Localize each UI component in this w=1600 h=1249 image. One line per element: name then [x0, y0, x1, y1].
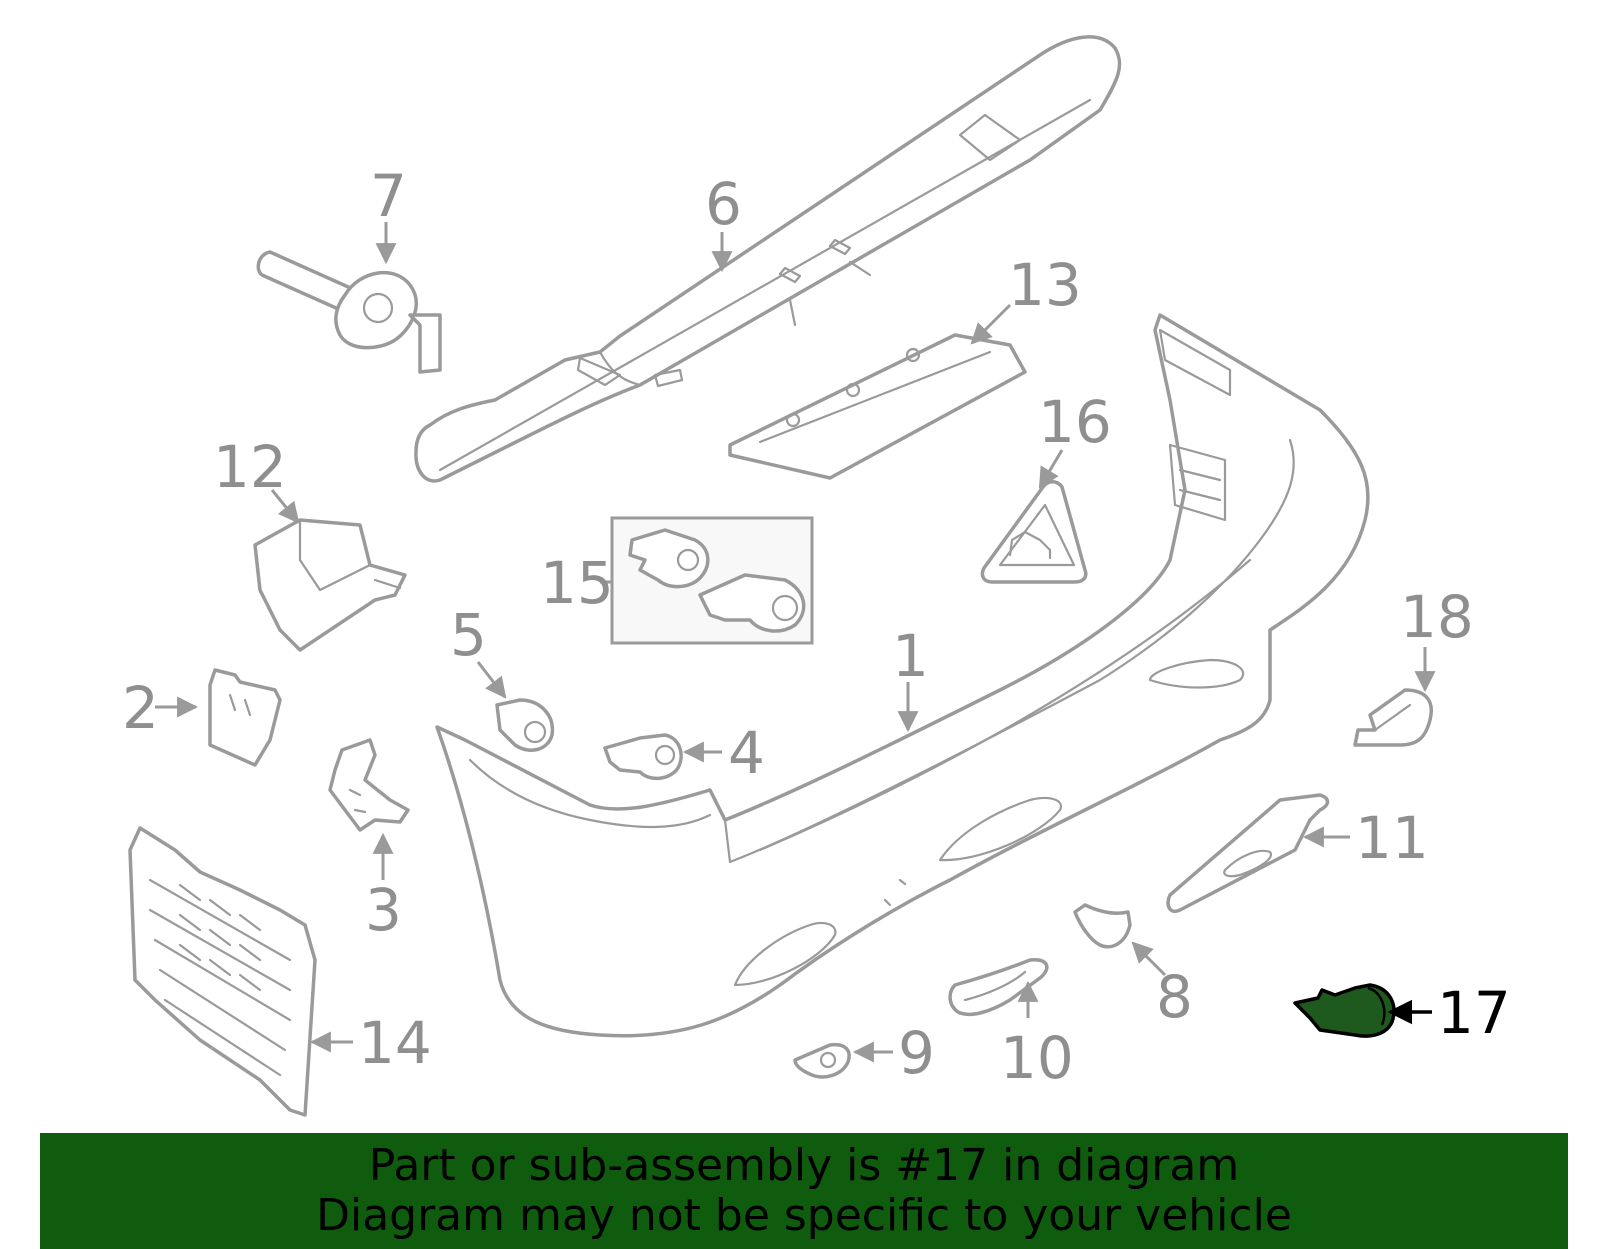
- part-17-sensor-highlighted[interactable]: [1293, 983, 1396, 1038]
- callout-label-2: 2: [122, 674, 159, 742]
- banner-line-1: Part or sub-assembly is #17 in diagram: [368, 1140, 1240, 1191]
- callout-label-5: 5: [450, 601, 487, 669]
- callout-15: 15: [540, 549, 614, 617]
- callout-7: 7: [370, 162, 407, 265]
- callout-label-11: 11: [1355, 804, 1429, 872]
- callout-label-4: 4: [728, 719, 765, 787]
- part-13-energy-absorber[interactable]: [728, 333, 1027, 480]
- part-11-reflector[interactable]: [1166, 793, 1330, 913]
- callout-2: 2: [122, 674, 199, 742]
- callout-6: 6: [705, 170, 742, 273]
- callout-17: 17: [1387, 979, 1511, 1047]
- callout-label-17: 17: [1437, 979, 1511, 1047]
- part-15-sensor-kit[interactable]: [610, 516, 814, 645]
- callout-label-10: 10: [1000, 1024, 1074, 1092]
- part-3-bracket[interactable]: [328, 738, 410, 832]
- banner-line-2: Diagram may not be specific to your vehi…: [316, 1190, 1292, 1241]
- callout-18: 18: [1400, 583, 1474, 693]
- callout-label-13: 13: [1008, 251, 1082, 319]
- callout-10: 10: [1000, 980, 1074, 1092]
- part-9-grommet[interactable]: [793, 1042, 851, 1079]
- callout-label-7: 7: [370, 162, 407, 230]
- part-7-tow-eye[interactable]: [256, 250, 442, 374]
- callout-12: 12: [213, 433, 300, 524]
- callout-label-8: 8: [1156, 963, 1193, 1031]
- callout-label-3: 3: [365, 876, 402, 944]
- part-8-trim[interactable]: [1073, 903, 1132, 949]
- callout-16: 16: [1038, 388, 1112, 489]
- part-14-grille[interactable]: [128, 826, 317, 1117]
- callout-9: 9: [852, 1019, 935, 1087]
- callout-label-14: 14: [358, 1009, 432, 1077]
- parts-diagram: 6 7 13 16 12: [122, 35, 1511, 1117]
- callout-label-15: 15: [540, 549, 614, 617]
- part-16-label[interactable]: [980, 480, 1088, 584]
- part-6-reinforcement-beam[interactable]: [414, 35, 1122, 483]
- part-1-bumper-cover[interactable]: [435, 313, 1370, 1038]
- callout-8: 8: [1131, 941, 1193, 1031]
- part-18-bracket[interactable]: [1353, 688, 1433, 747]
- callout-label-9: 9: [898, 1019, 935, 1087]
- info-banner: Part or sub-assembly is #17 in diagram D…: [40, 1133, 1568, 1249]
- part-2-clip[interactable]: [208, 668, 282, 767]
- part-10-trim[interactable]: [948, 958, 1049, 1017]
- callout-label-12: 12: [213, 433, 287, 501]
- callout-3: 3: [365, 832, 402, 944]
- callout-1: 1: [892, 622, 929, 733]
- callout-11: 11: [1302, 804, 1429, 872]
- callout-14: 14: [309, 1009, 432, 1077]
- callout-label-6: 6: [705, 170, 742, 238]
- callout-label-1: 1: [892, 622, 929, 690]
- part-12-bracket[interactable]: [253, 518, 407, 652]
- callout-13: 13: [970, 251, 1082, 345]
- callout-4: 4: [682, 719, 765, 787]
- callout-label-16: 16: [1038, 388, 1112, 456]
- part-5-sensor[interactable]: [495, 698, 555, 752]
- callout-5: 5: [450, 601, 507, 699]
- part-4-sensor-holder[interactable]: [603, 733, 683, 781]
- callout-label-18: 18: [1400, 583, 1474, 651]
